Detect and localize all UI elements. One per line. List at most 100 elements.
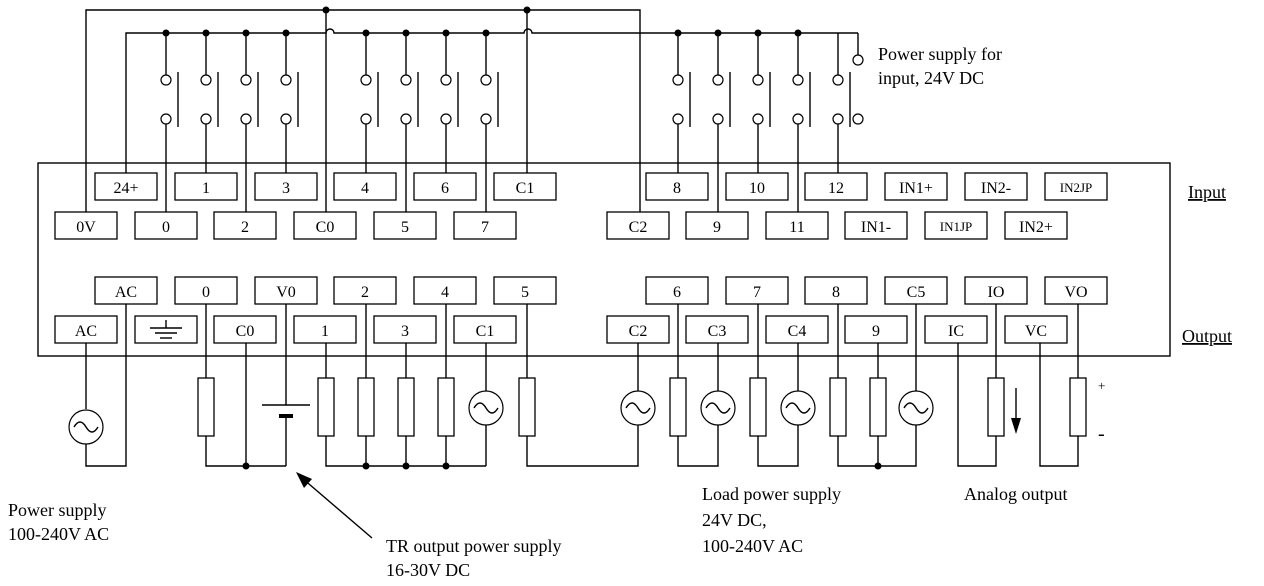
terminal-label: 7 [481,219,489,236]
terminal-label: IO [988,284,1005,301]
terminal-label: VC [1025,323,1047,340]
load-resistor [1069,377,1087,437]
terminal-label: AC [115,284,137,301]
load-resistor [669,377,687,437]
ac-source-icon [898,390,934,426]
terminal-in-c0: C0 [293,211,357,240]
load-resistor [317,377,335,437]
terminal-out-c0: C0 [213,315,277,344]
terminal-label: C5 [907,284,926,301]
terminal-label: 8 [673,180,681,197]
terminal-out-ic: IC [924,315,988,344]
terminal-in-1: 1 [174,172,238,201]
terminal-label: VO [1064,284,1087,301]
load-power-label-line3: 100-240V AC [702,536,803,556]
terminal-label: AC [75,323,97,340]
input-terminal-block: 24+ 1 3 4 6 C1 8 10 [54,172,1108,240]
ac-source-icon [468,390,504,426]
input-wiring [85,6,864,212]
terminal-label: IC [948,323,964,340]
polarity-minus: - [1098,423,1105,445]
terminal-label: 2 [361,284,369,301]
terminal-in-c2: C2 [606,211,670,240]
terminal-in2-plus: IN2+ [1004,211,1068,240]
terminal-label: 0V [76,219,96,236]
input-switch [440,72,459,127]
terminal-label: 1 [321,323,329,340]
terminal-label: 9 [872,323,880,340]
terminal-24plus: 24+ [94,172,158,201]
terminal-0v: 0V [54,211,118,240]
ac-source-icon [68,409,104,445]
terminal-in-8: 8 [645,172,709,201]
terminal-label: 6 [673,284,681,301]
terminal-label: IN2- [981,180,1011,197]
terminal-out-ground [134,315,198,344]
terminal-label: 3 [282,180,290,197]
load-resistor [437,377,455,437]
input-switch [480,72,499,127]
terminal-label: C0 [236,323,255,340]
terminal-label: C1 [516,180,535,197]
tr-power-arrow-icon [296,472,373,539]
terminal-out-vo: VO [1044,276,1108,305]
terminal-out-2: 2 [333,276,397,305]
terminal-label: 1 [202,180,210,197]
terminal-label: 0 [202,284,210,301]
terminal-label: 0 [162,219,170,236]
input-power-label-line1: Power supply for [878,44,1002,64]
terminal-out-9: 9 [844,315,908,344]
terminal-in-12: 12 [804,172,868,201]
terminal-label: 7 [753,284,761,301]
terminal-out-io: IO [964,276,1028,305]
terminal-label: C2 [629,323,648,340]
ac-source-icon [620,390,656,426]
terminal-label: 8 [832,284,840,301]
terminal-label: V0 [276,284,296,301]
terminal-in-10: 10 [725,172,789,201]
terminal-label: 12 [828,180,844,197]
output-wiring: + - [68,304,1105,470]
dc-battery-icon [262,404,310,418]
terminal-label: IN2+ [1019,219,1053,236]
terminal-out-c3: C3 [685,315,749,344]
terminal-in-6: 6 [413,172,477,201]
terminal-in2jp: IN2JP [1044,172,1108,201]
load-resistor [749,377,767,437]
input-switch [240,72,259,127]
input-switch [752,72,771,127]
terminal-label: IN1- [861,219,891,236]
load-resistor [518,377,536,437]
terminal-out-c1: C1 [453,315,517,344]
terminal-in1-plus: IN1+ [884,172,948,201]
terminal-out-ac-upper: AC [94,276,158,305]
terminal-out-5: 5 [493,276,557,305]
input-switch [712,72,731,127]
terminal-label: C0 [316,219,335,236]
terminal-in-9: 9 [685,211,749,240]
input-switch [360,72,379,127]
terminal-label: IN1+ [899,180,933,197]
input-switch [280,72,299,127]
output-terminal-block: AC 0 V0 2 4 5 6 7 [54,276,1108,344]
terminal-out-8: 8 [804,276,868,305]
terminal-label: 2 [241,219,249,236]
load-resistor [197,377,215,437]
terminal-in-0: 0 [134,211,198,240]
terminal-out-0: 0 [174,276,238,305]
terminal-label: C3 [708,323,727,340]
load-power-label-line1: Load power supply [702,484,841,504]
input-switch [672,72,691,127]
terminal-label: 9 [713,219,721,236]
load-resistor [357,377,375,437]
terminal-label: 24+ [113,180,138,197]
ac-source-icon [700,390,736,426]
output-heading: Output [1182,326,1232,346]
terminal-label: 6 [441,180,449,197]
terminal-label: 3 [401,323,409,340]
terminal-out-c4: C4 [765,315,829,344]
input-switch [792,72,811,127]
terminal-in-2: 2 [213,211,277,240]
terminal-out-ac-lower: AC [54,315,118,344]
